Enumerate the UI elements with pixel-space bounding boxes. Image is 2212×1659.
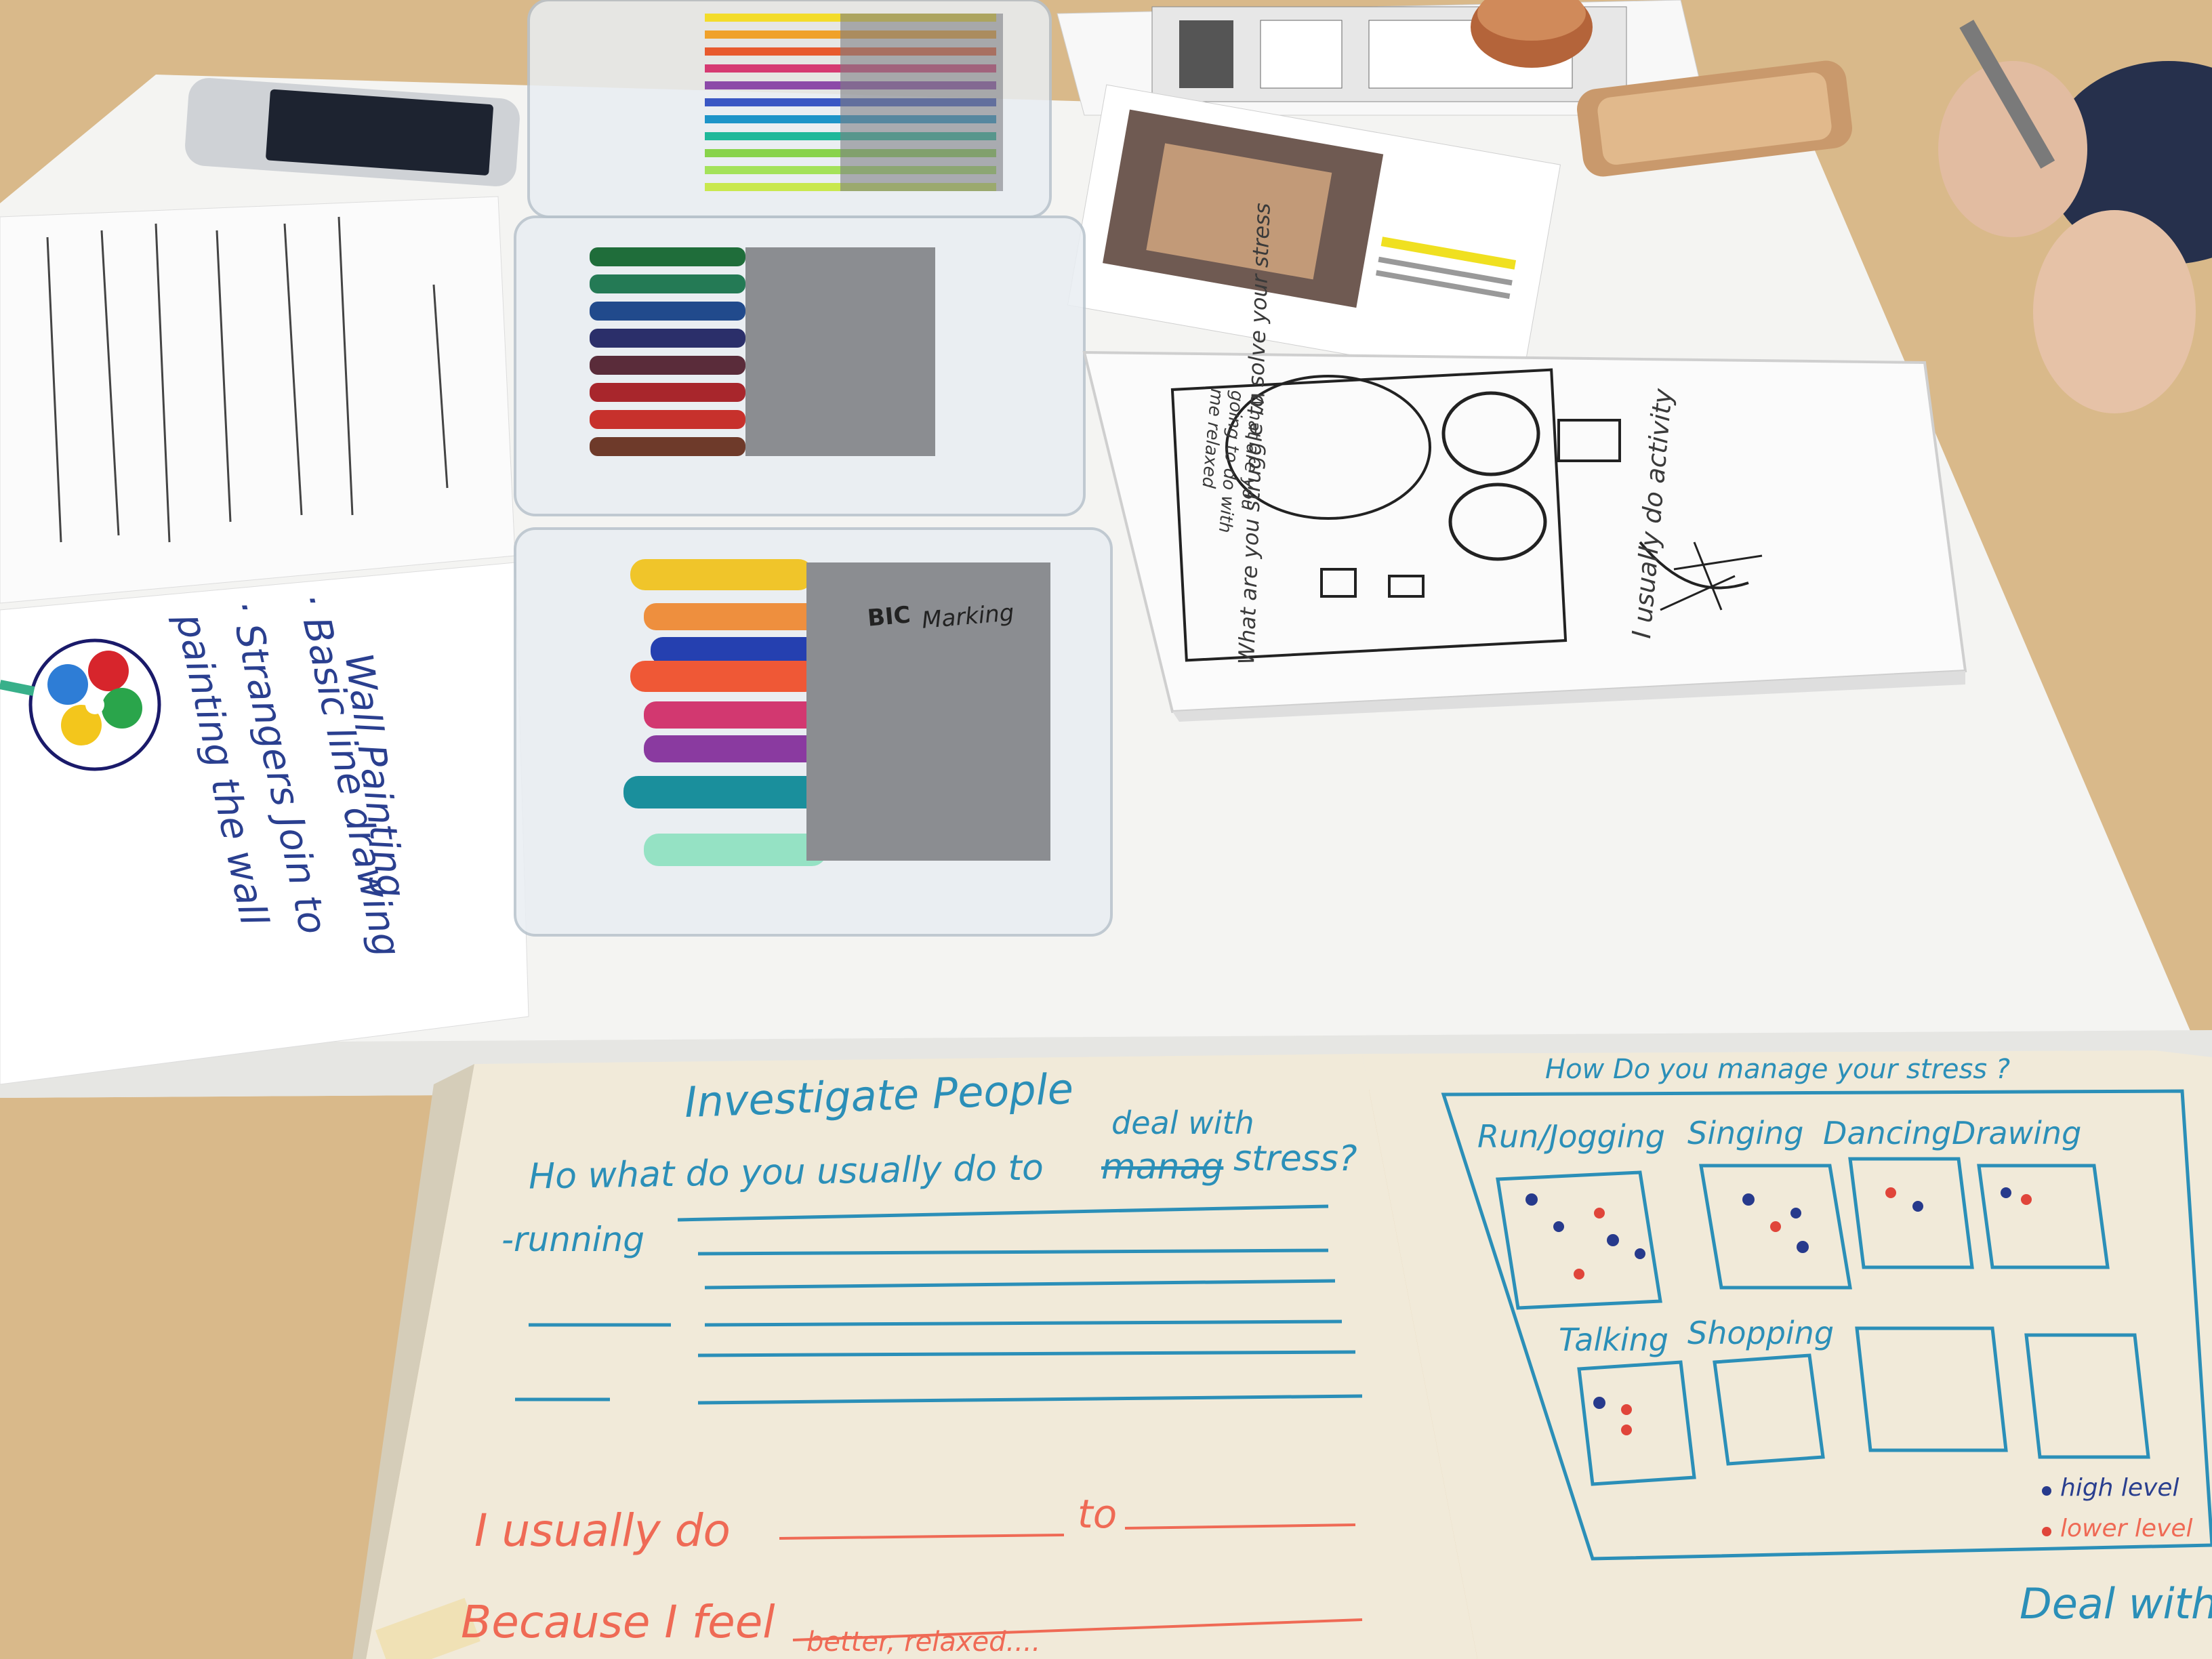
category-singing: Singing [1687,1115,1804,1151]
category-talking: Talking [1559,1322,1669,1358]
category-shopping: Shopping [1687,1315,1835,1351]
marker-case-bottom [514,527,1113,937]
phone-left [185,78,520,186]
marker-brand-label: BIC [866,601,912,632]
because-label: Because I feel [461,1596,775,1648]
row-running: -running [501,1220,644,1259]
fill-to: to [1078,1491,1118,1537]
phone-right [1577,60,1852,177]
flower-doodle [0,638,161,771]
because-hint: better, relaxed.... [806,1626,1041,1658]
deal-with-footer: Deal with [2020,1579,2212,1629]
question-suffix: stress? [1233,1139,1357,1179]
marker-case-middle [514,216,1086,516]
category-run: Run/Jogging [1477,1118,1666,1155]
question-struck: manag [1101,1147,1224,1187]
category-dancing: Dancing [1823,1115,1952,1151]
legend-lower-level: lower level [2060,1515,2193,1542]
sketch-notebook [1082,350,1967,722]
stress-title: How Do you manage your stress ? [1545,1054,2011,1085]
marker-case-top [527,0,1052,218]
photo-printout [1067,84,1561,386]
person-hands [1938,20,2212,413]
fill-prefix: I usually do [474,1504,731,1557]
question-insert: deal with [1111,1105,1254,1141]
category-drawing: Drawing [1952,1115,2082,1151]
legend-high-level: high level [2060,1474,2179,1502]
left-notebook-top [0,196,516,604]
stress-notebook [1362,1050,2212,1659]
investigate-notebook [352,1054,1477,1659]
